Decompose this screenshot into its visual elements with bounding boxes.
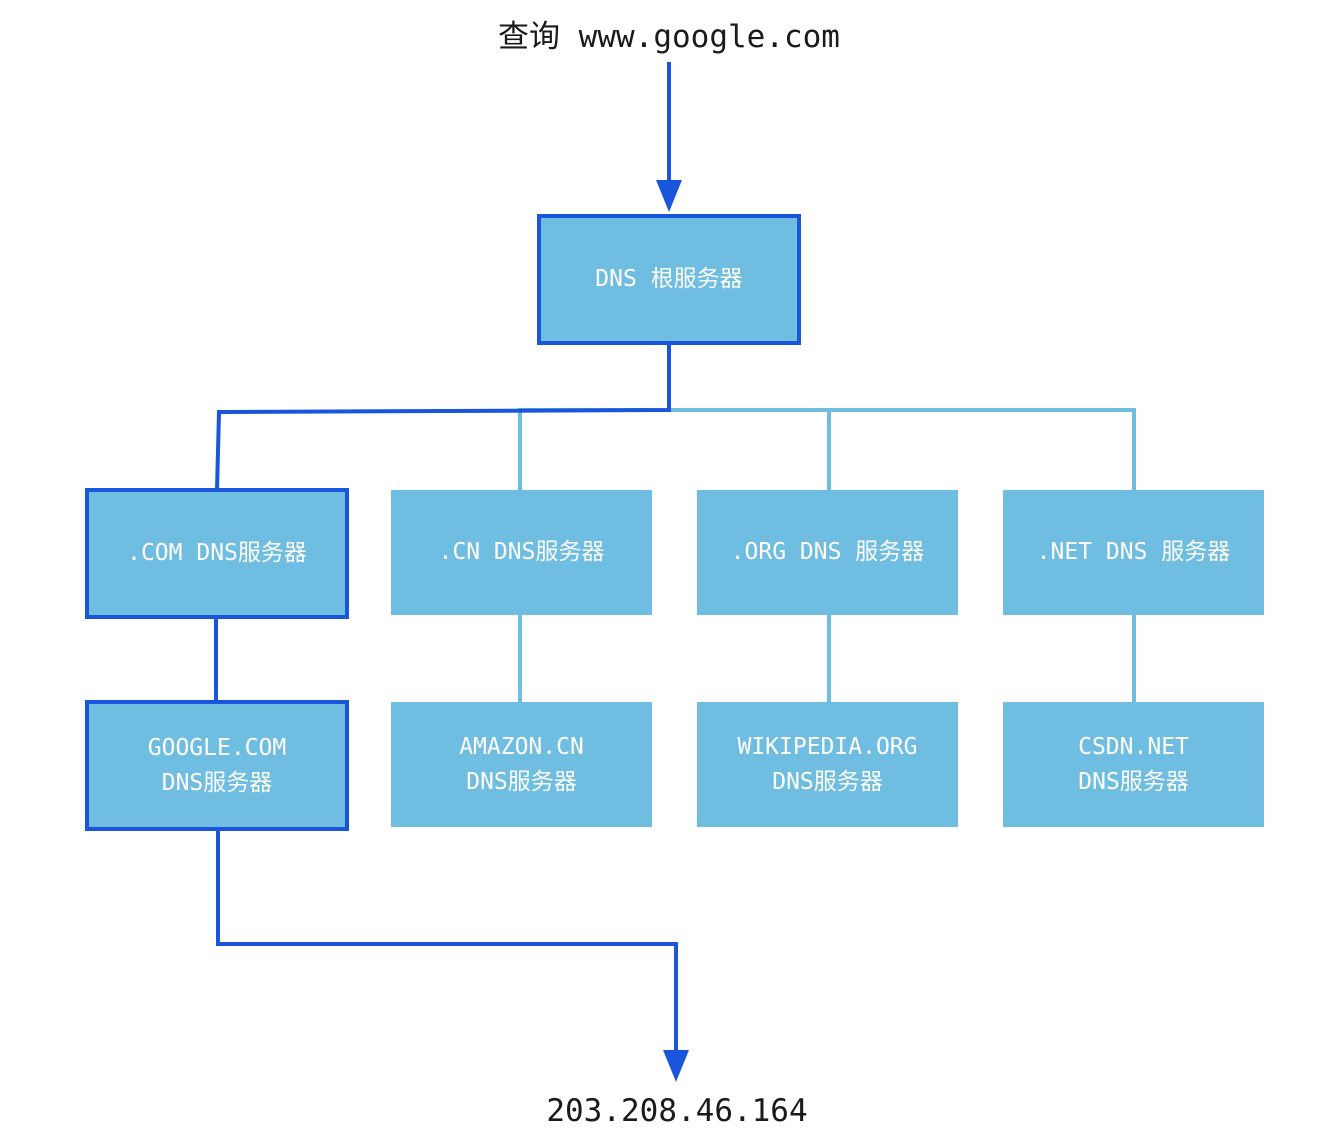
tld-server-org: .ORG DNS 服务器 <box>697 490 958 615</box>
arrow-down-icon <box>663 1050 689 1082</box>
domain-server-amazon: AMAZON.CN DNS服务器 <box>391 702 652 827</box>
domain-server-google-type: DNS服务器 <box>161 769 273 796</box>
domain-server-amazon-name: AMAZON.CN <box>459 733 584 760</box>
domain-server-csdn-type: DNS服务器 <box>1078 768 1189 795</box>
connector-root-to-net <box>829 408 1136 490</box>
tld-server-com-label: .COM DNS服务器 <box>127 540 307 566</box>
root-dns-server-label: DNS 根服务器 <box>595 266 743 292</box>
tld-server-net-label: .NET DNS 服务器 <box>1036 539 1231 565</box>
tld-server-cn: .CN DNS服务器 <box>391 490 652 615</box>
connector-root-to-com <box>215 344 671 491</box>
tld-server-cn-label: .CN DNS服务器 <box>438 539 605 565</box>
root-dns-server: DNS 根服务器 <box>537 214 801 345</box>
result-ip-label: 203.208.46.164 <box>546 1093 808 1129</box>
tld-server-net: .NET DNS 服务器 <box>1003 490 1264 615</box>
domain-server-amazon-type: DNS服务器 <box>466 768 577 795</box>
domain-server-wikipedia-type: DNS服务器 <box>772 768 883 795</box>
connector-google-to-result <box>216 830 678 1052</box>
tld-server-com: .COM DNS服务器 <box>85 488 349 619</box>
resolution-path <box>214 62 678 1052</box>
connector-root-to-org <box>669 408 831 490</box>
domain-server-google: GOOGLE.COM DNS服务器 <box>85 700 349 831</box>
connector-root-to-cn <box>518 408 669 490</box>
domain-server-csdn: CSDN.NET DNS服务器 <box>1003 702 1264 827</box>
tld-server-org-label: .ORG DNS 服务器 <box>730 539 925 565</box>
domain-server-wikipedia: WIKIPEDIA.ORG DNS服务器 <box>697 702 958 827</box>
arrow-down-icon <box>656 180 682 212</box>
query-label: 查询 www.google.com <box>498 19 840 55</box>
domain-server-wikipedia-name: WIKIPEDIA.ORG <box>737 733 918 760</box>
domain-server-google-name: GOOGLE.COM <box>147 734 287 761</box>
domain-server-csdn-name: CSDN.NET <box>1078 733 1189 760</box>
